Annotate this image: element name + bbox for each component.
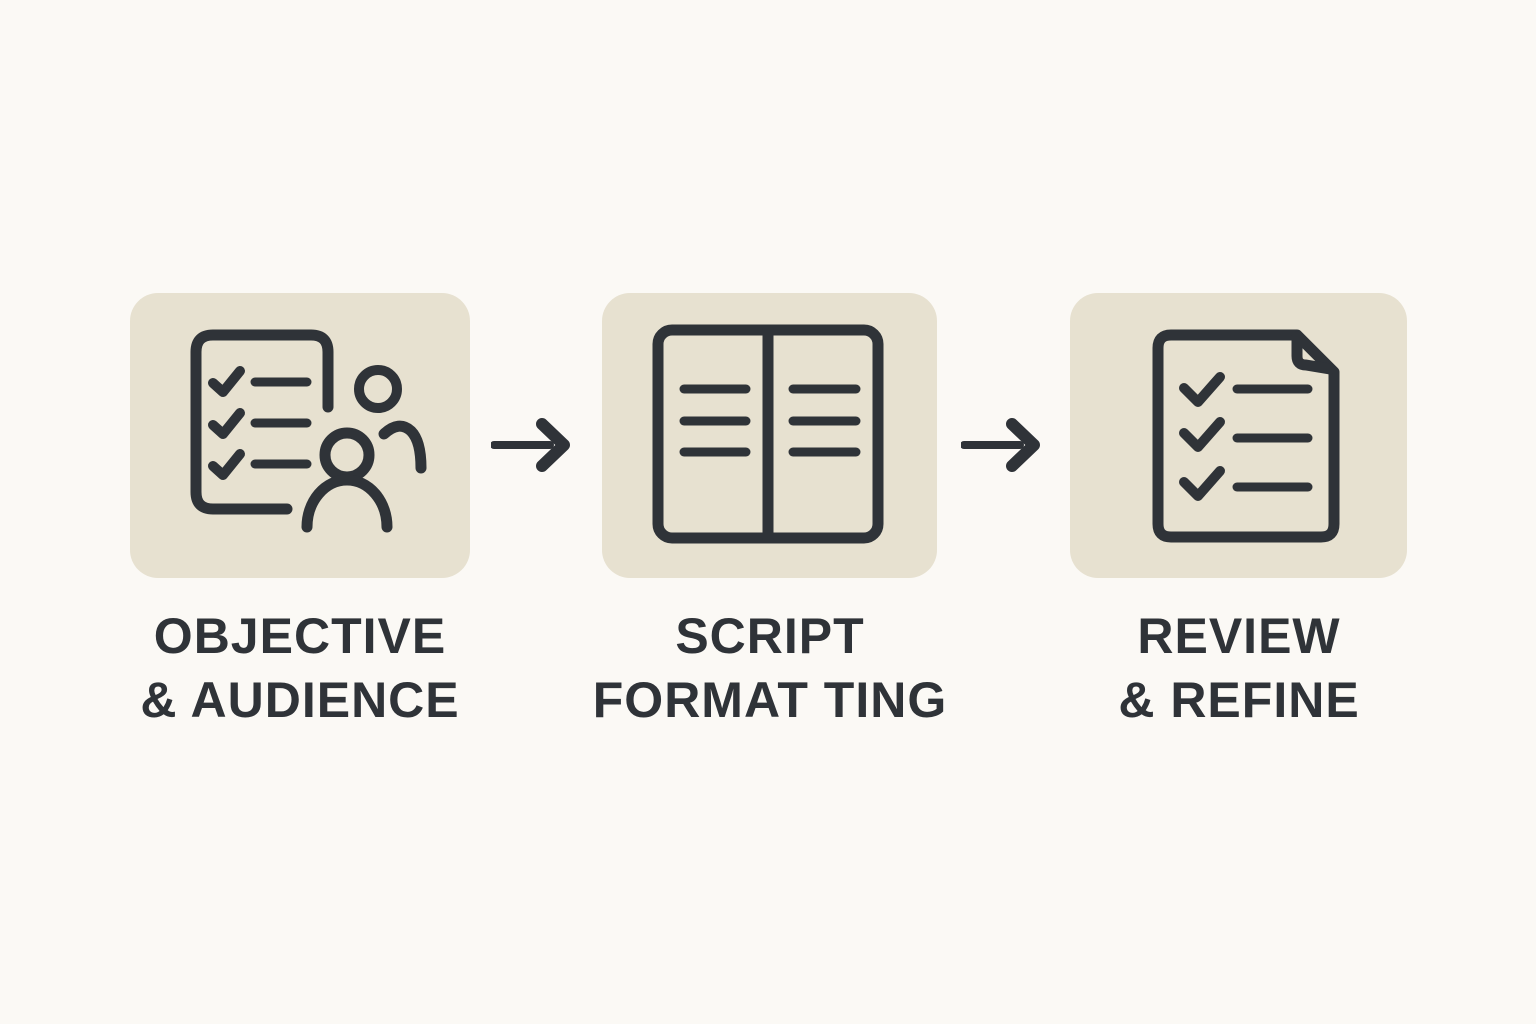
checklist-audience-icon (190, 329, 427, 533)
arrow-right-icon (961, 418, 1040, 472)
step-card-review-refine (1070, 293, 1407, 578)
step-card-script-formatting (602, 293, 937, 578)
step-label-line1: OBJECTIVE (153, 608, 447, 664)
step-label-line2: & REFINE (1118, 672, 1360, 728)
step-label-line1: REVIEW (1137, 608, 1341, 664)
step-label-script-formatting: SCRIPT FORMAT TING (520, 604, 1020, 732)
two-column-script-icon (652, 324, 884, 544)
step-label-line2: FORMAT TING (592, 672, 948, 728)
document-checklist-icon (1152, 329, 1340, 543)
step-label-objective-audience: OBJECTIVE & AUDIENCE (50, 604, 550, 732)
arrow-right-icon (491, 418, 570, 472)
step-label-line1: SCRIPT (675, 608, 865, 664)
step-label-review-refine: REVIEW & REFINE (989, 604, 1489, 732)
step-label-line2: & AUDIENCE (140, 672, 460, 728)
step-card-objective-audience (130, 293, 470, 578)
